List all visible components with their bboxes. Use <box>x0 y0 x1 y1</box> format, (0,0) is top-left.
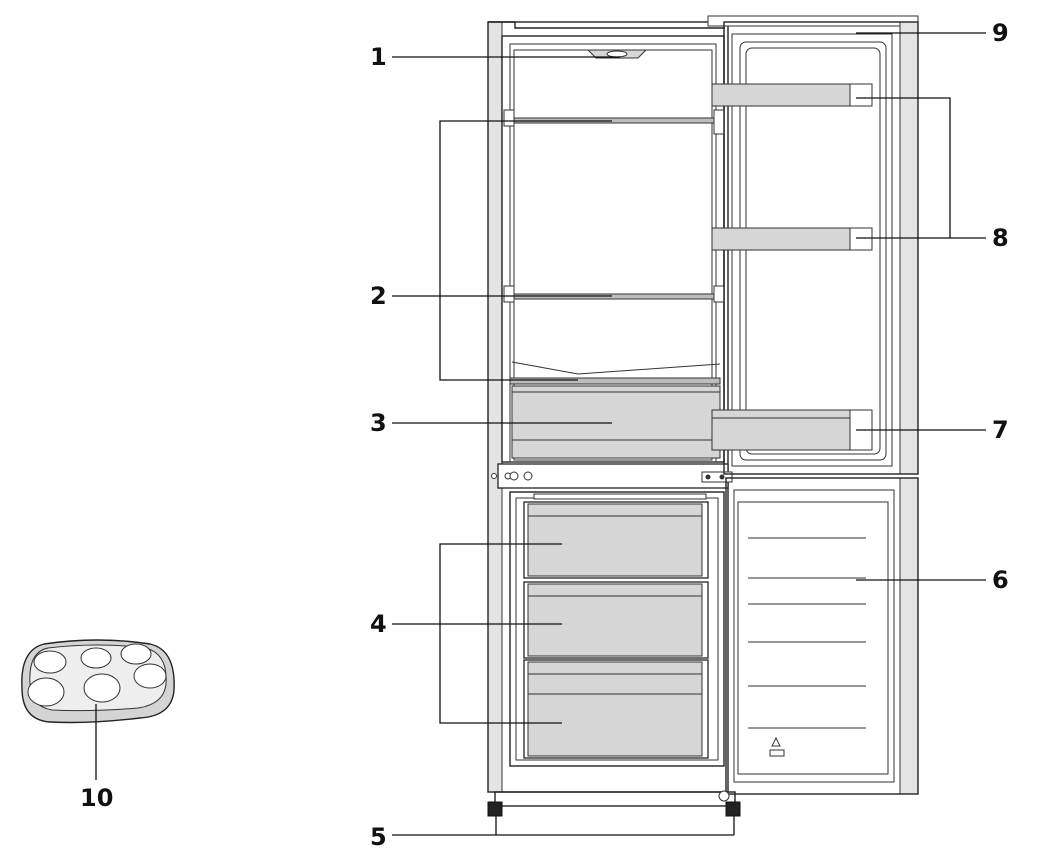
freezer-drawer <box>523 581 709 659</box>
glass-shelf <box>503 109 725 135</box>
bracket-2 <box>439 120 612 381</box>
freezer-drawer <box>523 501 709 579</box>
crisper-cover-shelf <box>509 361 721 385</box>
callout-10: 10 <box>80 784 113 812</box>
freezer-compartment <box>509 491 725 767</box>
crisper-drawer <box>511 385 721 459</box>
freezer-door <box>725 477 919 795</box>
adjustable-feet <box>487 790 741 817</box>
callout-1: 1 <box>370 43 387 71</box>
bottle-balcony <box>711 409 873 451</box>
interior-light <box>586 49 648 59</box>
callout-8: 8 <box>992 224 1009 252</box>
door-ribs <box>748 537 866 729</box>
bracket-8 <box>856 97 951 239</box>
bracket-4 <box>439 543 562 724</box>
freezer-star-icon <box>769 736 785 757</box>
egg-tray <box>21 639 175 724</box>
fridge-compartment <box>501 35 725 463</box>
fridge-door <box>707 15 919 475</box>
callout-6: 6 <box>992 566 1009 594</box>
callout-3: 3 <box>370 409 387 437</box>
callout-2: 2 <box>370 282 387 310</box>
leader-lines <box>95 32 986 836</box>
callout-numbers: 1 2 3 4 5 6 7 8 9 10 <box>80 19 1009 851</box>
glass-shelf <box>503 285 725 303</box>
callout-7: 7 <box>992 416 1009 444</box>
middle-divider <box>491 463 733 489</box>
callout-4: 4 <box>370 610 387 638</box>
door-balcony <box>711 227 873 251</box>
freezer-drawer <box>523 659 709 759</box>
callout-5: 5 <box>370 823 387 851</box>
door-balcony <box>711 83 873 107</box>
callout-9: 9 <box>992 19 1009 47</box>
